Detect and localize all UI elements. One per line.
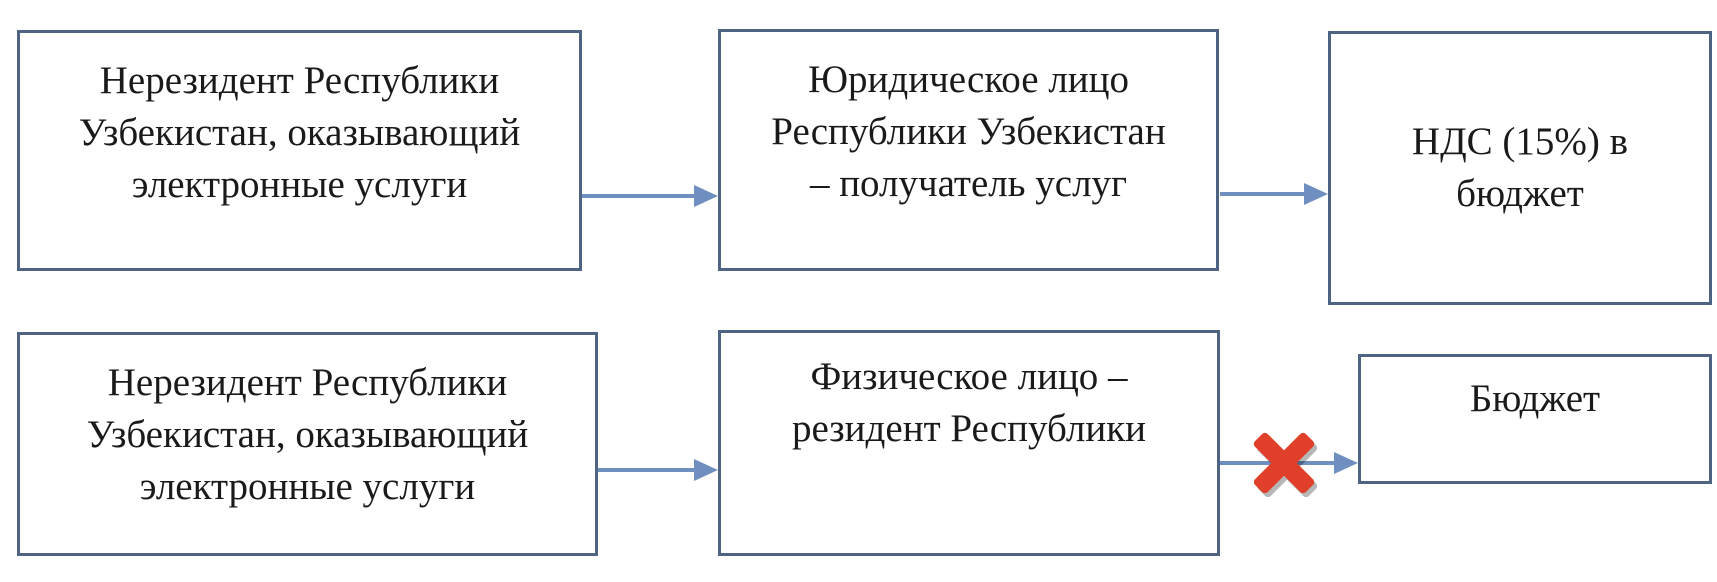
row2-recipient-text: Физическое лицо – резидент Республики: [791, 355, 1147, 450]
row2-destination-box: Бюджет: [1358, 354, 1712, 484]
row2-recipient-box: Физическое лицо – резидент Республики: [718, 330, 1220, 556]
row2-destination-text: Бюджет: [1469, 377, 1601, 420]
row1-destination-box: НДС (15%) в бюджет: [1328, 31, 1712, 305]
row1-recipient-text: Юридическое лицо Республики Узбекистан –…: [771, 58, 1166, 205]
arrow-row2-source-to-recipient: [598, 459, 718, 481]
row1-destination-text: НДС (15%) в бюджет: [1411, 120, 1629, 215]
row1-source-box: Нерезидент Республики Узбекистан, оказыв…: [17, 30, 582, 271]
row1-source-text: Нерезидент Республики Узбекистан, оказыв…: [78, 59, 521, 206]
arrow-row1-source-to-recipient: [582, 185, 718, 207]
arrow-row1-recipient-to-destination: [1220, 183, 1328, 205]
row2-source-box: Нерезидент Республики Узбекистан, оказыв…: [17, 332, 598, 556]
row2-source-text: Нерезидент Республики Узбекистан, оказыв…: [86, 361, 529, 508]
row1-recipient-box: Юридическое лицо Республики Узбекистан –…: [718, 29, 1219, 271]
red-x-icon: [1253, 432, 1318, 498]
